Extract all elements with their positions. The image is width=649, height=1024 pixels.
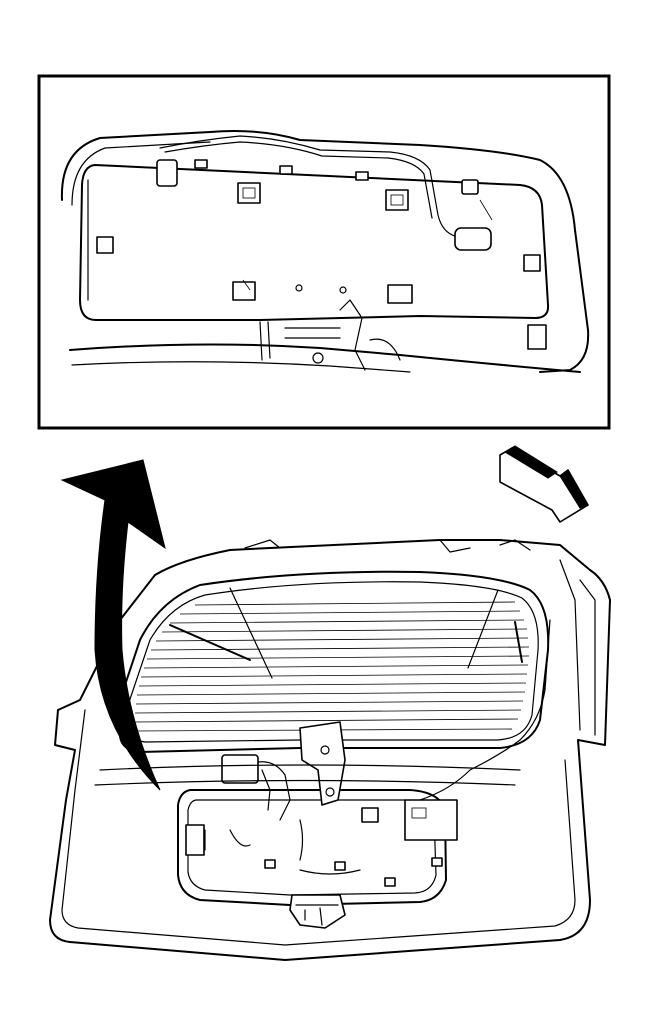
inset-frame [37, 74, 611, 430]
defroster-grid [133, 601, 530, 732]
inset-detail [37, 74, 611, 430]
trim-panel-detail-icon [60, 130, 590, 373]
direction-arrow-icon [499, 445, 589, 523]
curved-arrow-icon [60, 459, 166, 791]
liftgate-icon [49, 539, 611, 961]
